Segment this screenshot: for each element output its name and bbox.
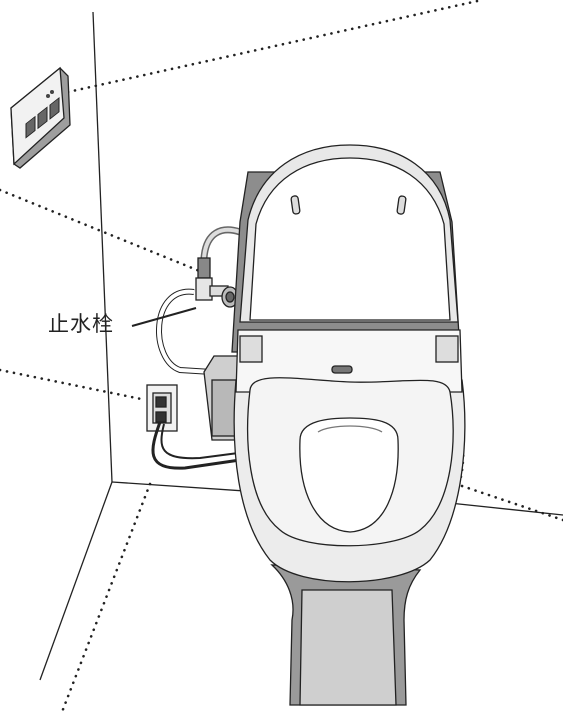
shutoff-valve-icon bbox=[195, 257, 239, 308]
power-outlet-icon bbox=[146, 384, 247, 470]
label-leader-line bbox=[131, 307, 197, 327]
shutoff-valve-label: 止水栓 bbox=[48, 312, 114, 336]
toilet-lid bbox=[239, 144, 459, 323]
dotted-floor-left bbox=[60, 482, 152, 714]
dotted-outlet bbox=[0, 368, 148, 402]
dotted-valve bbox=[0, 188, 204, 274]
dotted-floor-right bbox=[460, 484, 563, 522]
seat-hinge bbox=[235, 329, 463, 393]
remote-control-icon bbox=[10, 66, 71, 169]
toilet-seat bbox=[247, 377, 454, 547]
supply-hose bbox=[156, 226, 242, 375]
dotted-remote-top bbox=[66, 0, 484, 94]
